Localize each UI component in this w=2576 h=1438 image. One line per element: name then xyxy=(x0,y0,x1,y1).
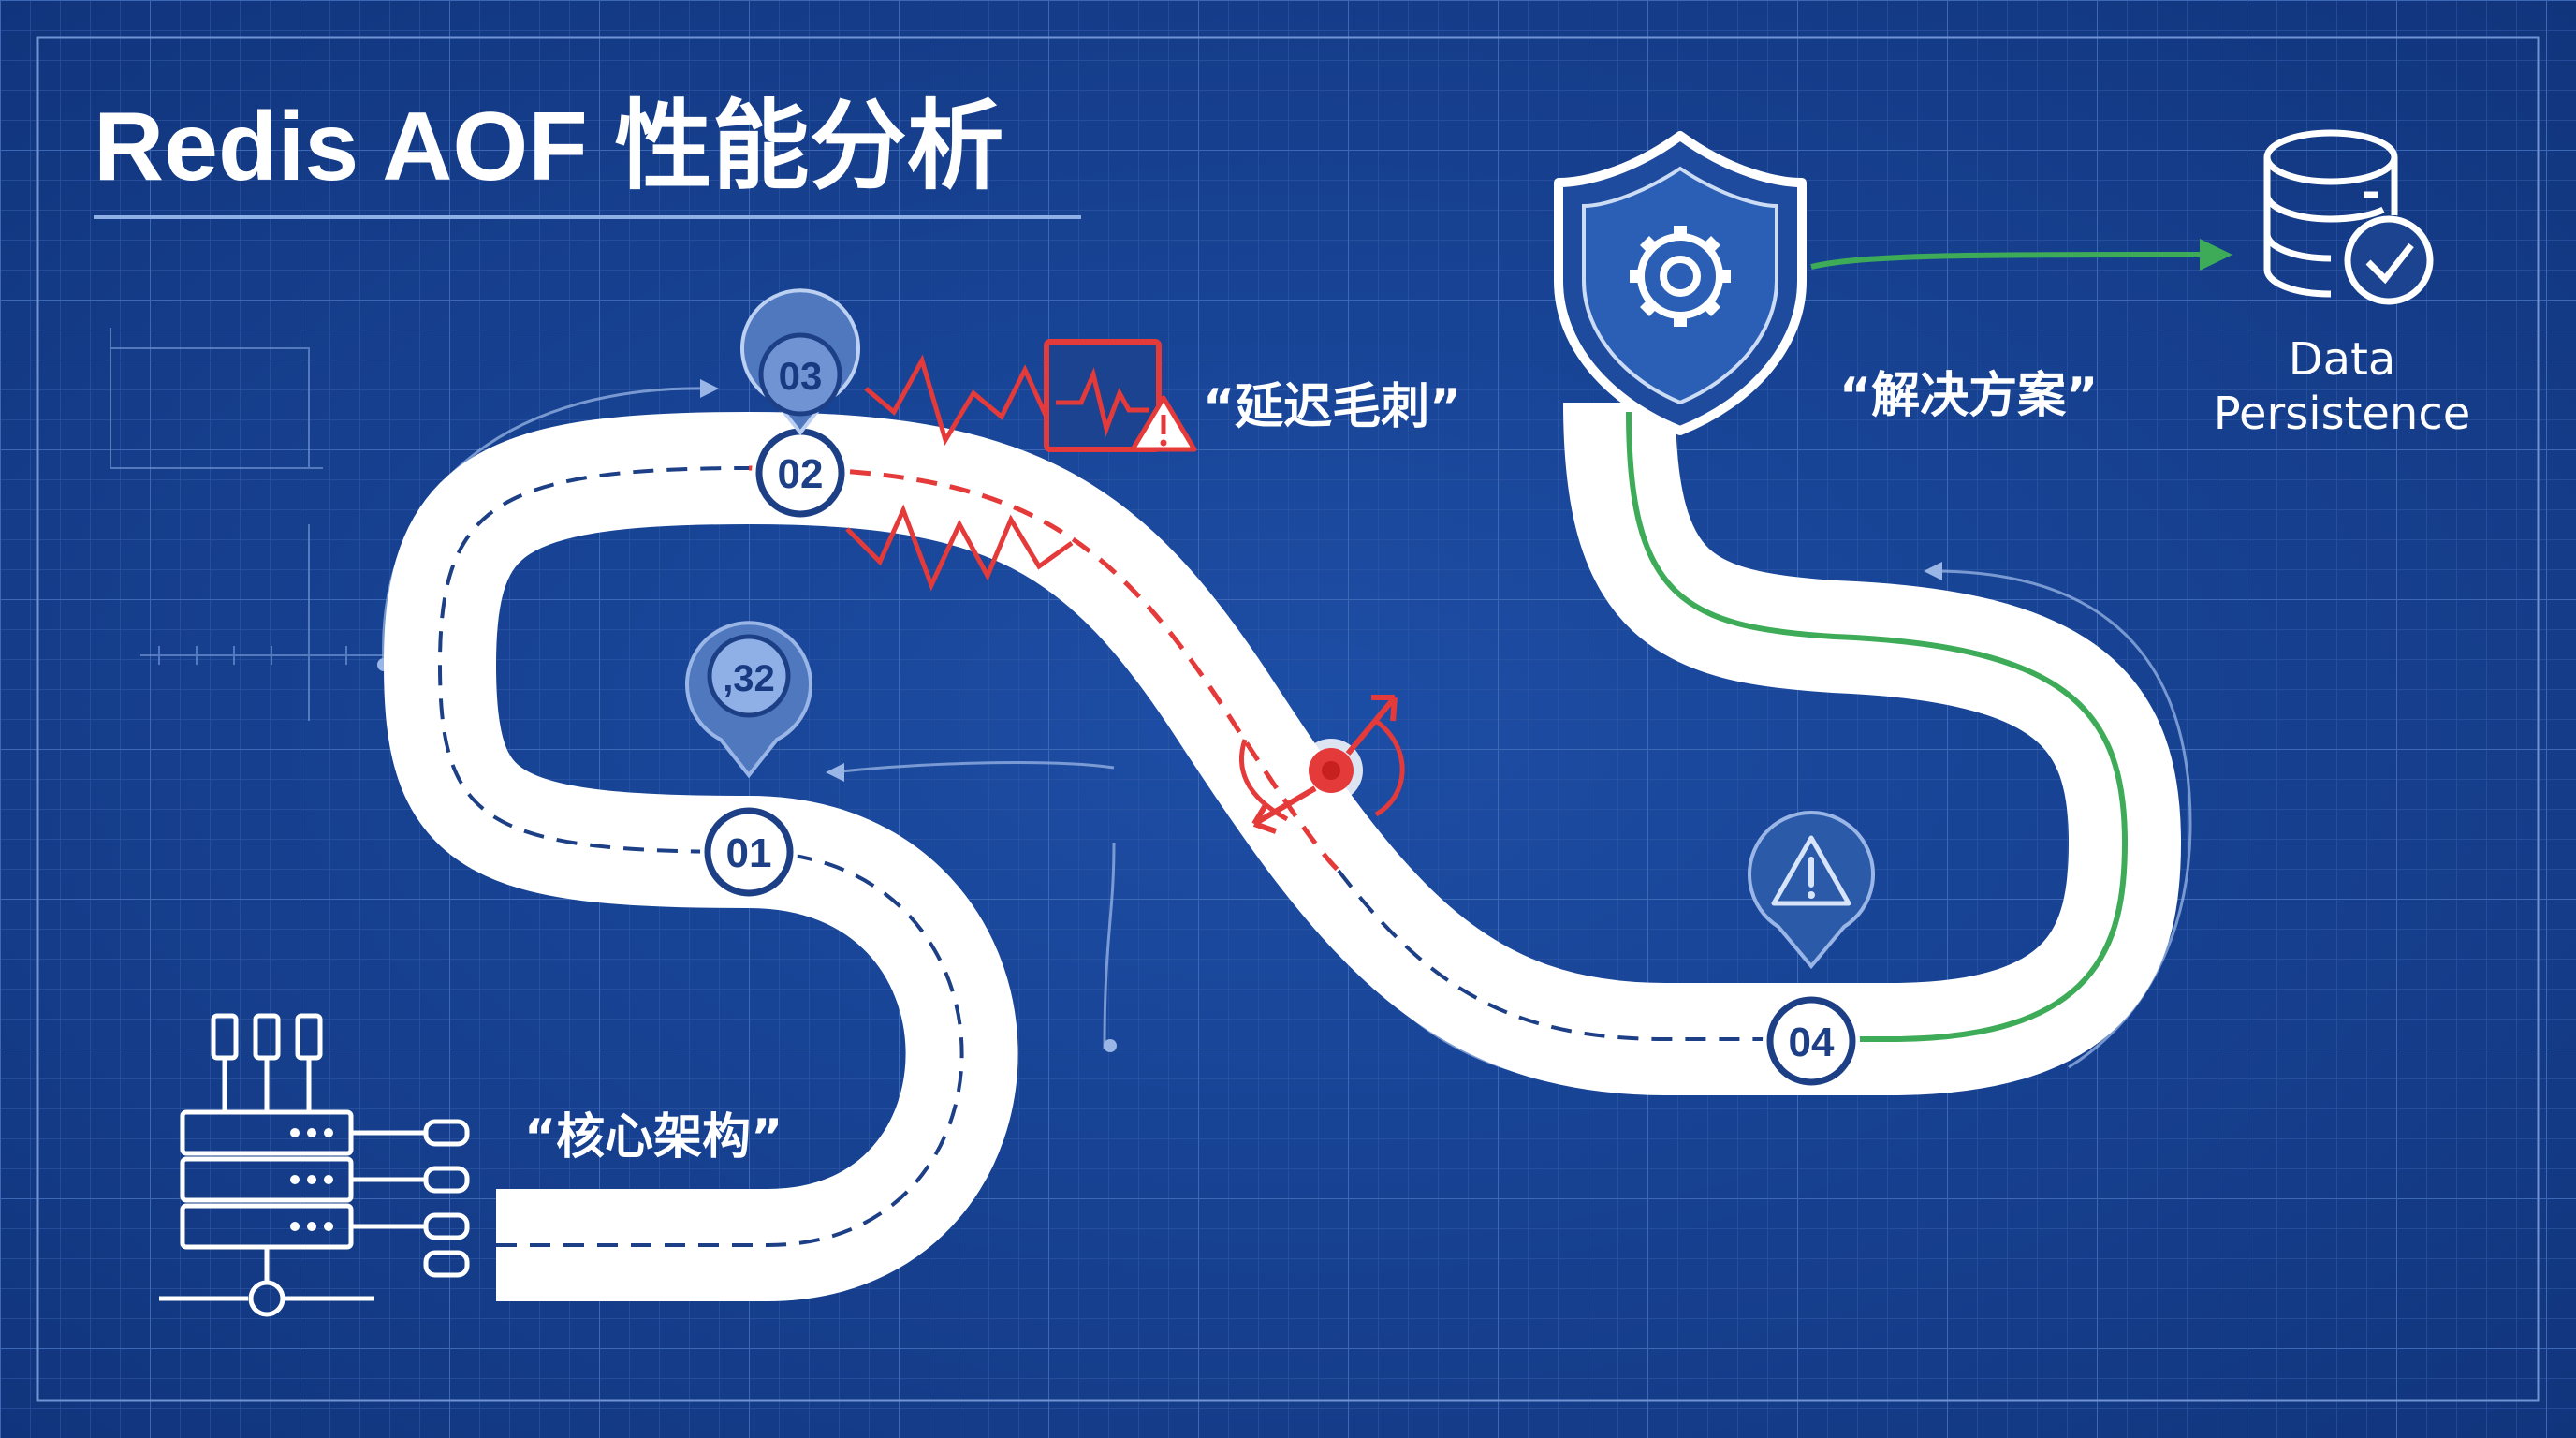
caption-latency-spike: “延迟毛刺” xyxy=(1203,379,1461,435)
road-lane-latency xyxy=(748,465,1340,873)
milestone-04[interactable]: 04 xyxy=(1763,992,1860,1090)
frame-border xyxy=(36,36,2540,1402)
pin-label: ,32 xyxy=(723,658,775,699)
caption-solution: “解决方案” xyxy=(1839,368,2098,424)
database-check-icon xyxy=(2263,129,2434,305)
latency-monitor-alert-icon xyxy=(1044,339,1197,452)
milestone-02[interactable]: 02 xyxy=(752,424,849,521)
page-title: Redis AOF 性能分析 xyxy=(94,93,1004,201)
milestone-02-label: 02 xyxy=(778,451,824,497)
solution-arrow xyxy=(1810,239,2232,271)
map-pin-icon: ,32 xyxy=(685,621,812,779)
milestone-03-pin[interactable]: 03 xyxy=(740,288,860,436)
milestone-01[interactable]: 01 xyxy=(700,803,798,901)
milestone-03-label: 03 xyxy=(779,354,823,398)
server-rack-icon xyxy=(159,1013,470,1317)
caption-data: Data xyxy=(2289,333,2396,386)
server-rack-leds xyxy=(290,1128,333,1231)
milestone-01-label: 01 xyxy=(726,830,772,876)
road-lane-recovery xyxy=(1337,869,1811,1041)
shield-gear-icon xyxy=(1554,131,1807,435)
latency-spike-waves xyxy=(845,354,1074,592)
caption-persistence: Persistence xyxy=(2214,388,2471,440)
milestone-04-label: 04 xyxy=(1789,1020,1835,1065)
warning-pin-icon xyxy=(1748,811,1875,970)
latency-hotspot-marker xyxy=(1239,695,1405,834)
caption-core-architecture: “核心架构” xyxy=(524,1109,783,1166)
blueprint-marks xyxy=(110,328,393,721)
road-lane-core xyxy=(437,466,964,1247)
road-lane-solution xyxy=(1626,411,2129,1042)
